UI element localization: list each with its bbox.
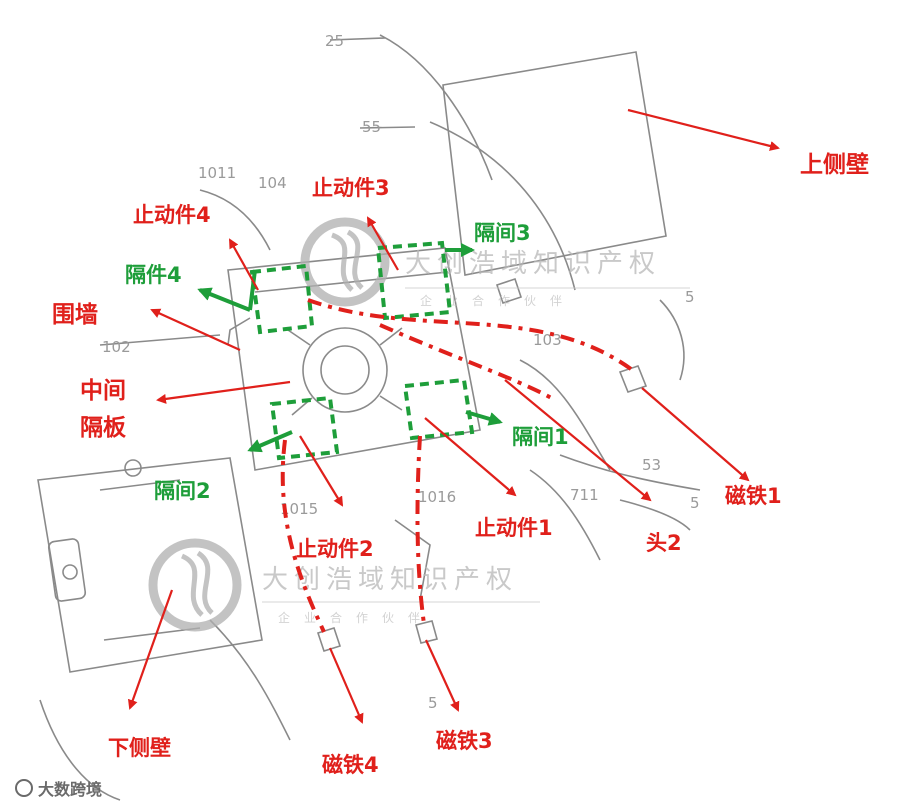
ref-711: 711 xyxy=(570,486,599,504)
enclosure-outline xyxy=(227,247,481,471)
label-magnet-1: 磁铁1 xyxy=(725,484,782,508)
center-hub-outer xyxy=(302,327,388,413)
label-head-2: 头2 xyxy=(646,531,682,555)
ref-1011: 1011 xyxy=(198,164,236,182)
label-compartment-2: 隔间2 xyxy=(154,479,211,503)
center-hub-inner xyxy=(320,345,370,395)
compartment-outlines xyxy=(249,240,475,461)
watermark-title-bottom: 大创浩域知识产权 xyxy=(262,565,518,595)
label-middle-partition-2: 隔板 xyxy=(80,415,127,441)
label-magnet-4: 磁铁4 xyxy=(322,753,379,777)
label-compartment-3: 隔间3 xyxy=(474,221,531,245)
label-compartment-1: 隔间1 xyxy=(512,425,569,449)
reference-numbers: 25 55 1011 104 102 103 1015 1016 53 711 … xyxy=(102,32,700,712)
label-bottom-wall: 下侧壁 xyxy=(108,736,171,760)
label-top-wall: 上侧壁 xyxy=(800,151,869,178)
ref-1015: 1015 xyxy=(280,500,318,518)
label-stopper-3: 止动件3 xyxy=(312,176,390,200)
watermark-subtitle-top: 企业合作伙伴 xyxy=(420,293,576,308)
green-labels: 隔间3 隔件4 隔间1 隔间2 xyxy=(125,221,569,503)
label-stopper-4: 止动件4 xyxy=(133,203,211,227)
ref-55: 55 xyxy=(362,118,381,136)
red-arrows xyxy=(127,108,780,724)
ref-103: 103 xyxy=(533,331,562,349)
watermark-title-top: 大创浩域知识产权 xyxy=(405,249,661,279)
ref-5a: 5 xyxy=(685,288,695,306)
corner-logo-icon xyxy=(15,779,33,797)
ref-53: 53 xyxy=(642,456,661,474)
drawing-lines xyxy=(37,34,701,801)
watermark-logo-icon xyxy=(300,217,390,307)
bottom-wall-panel xyxy=(37,457,263,673)
label-enclosure: 围墙 xyxy=(52,302,98,328)
magnet3-block xyxy=(415,620,438,644)
red-labels: 上侧壁 止动件3 止动件4 围墙 中间 隔板 止动件2 止动件1 头2 磁铁1 … xyxy=(52,151,869,777)
label-stopper-2: 止动件2 xyxy=(296,537,374,561)
watermark-logo-icon-2 xyxy=(148,538,242,632)
compartment-4-outline xyxy=(249,263,315,335)
ref-104: 104 xyxy=(258,174,287,192)
corner-tag: 大数跨境 xyxy=(15,779,102,799)
magnet1-block xyxy=(618,365,648,393)
magnet4-block xyxy=(316,627,342,652)
watermark-subtitle-bottom: 企业合作伙伴 xyxy=(278,610,434,625)
top-wall-panel xyxy=(442,51,667,276)
label-middle-partition-1: 中间 xyxy=(80,378,126,404)
compartment-1-outline xyxy=(402,377,475,441)
ref-1016: 1016 xyxy=(418,488,456,506)
magnet-paths xyxy=(280,298,637,633)
label-compartment-4: 隔件4 xyxy=(125,263,182,287)
ref-5b: 5 xyxy=(690,494,700,512)
ref-25: 25 xyxy=(325,32,344,50)
green-arrows xyxy=(197,243,503,453)
watermark-bottom: 大创浩域知识产权 企业合作伙伴 xyxy=(148,538,540,632)
corner-tag-text: 大数跨境 xyxy=(38,780,102,799)
compartment-2-outline xyxy=(269,395,340,461)
ref-5c: 5 xyxy=(428,694,438,712)
label-stopper-1: 止动件1 xyxy=(475,516,553,540)
label-magnet-3: 磁铁3 xyxy=(436,729,493,753)
ref-102: 102 xyxy=(102,338,131,356)
